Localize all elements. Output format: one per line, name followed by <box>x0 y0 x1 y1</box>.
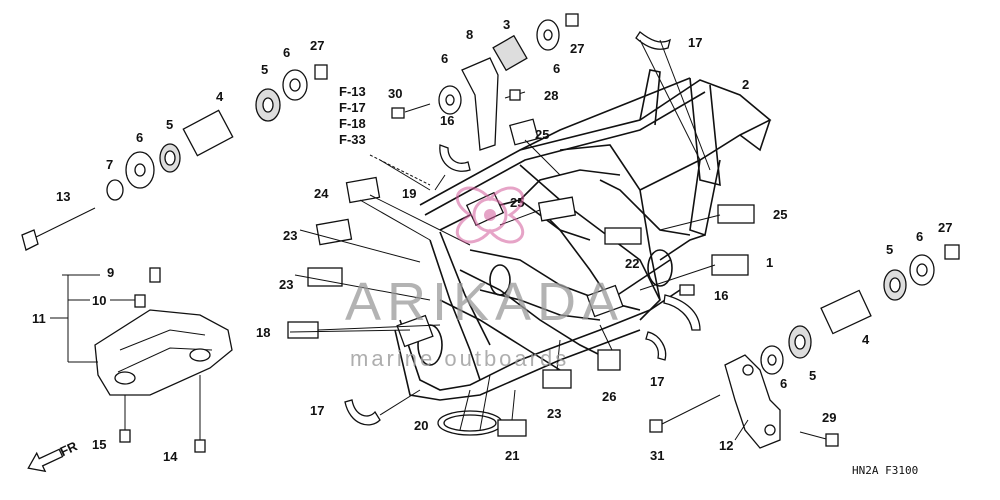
part-label: 11 <box>32 311 46 326</box>
part-label: 8 <box>466 27 473 42</box>
pivot-arm-assembly <box>391 13 579 151</box>
part-label: 19 <box>402 186 416 201</box>
part-label: 23 <box>283 228 297 243</box>
part-label: 25 <box>535 127 549 142</box>
part-label: 2 <box>742 77 749 92</box>
part-label: 6 <box>136 130 143 145</box>
part-label: 17 <box>310 403 324 418</box>
skid-plate <box>94 267 233 453</box>
front-arrow: FR <box>27 438 80 473</box>
part-label: 10 <box>92 293 106 308</box>
watermark-brand: ARIKADA <box>345 272 624 332</box>
reference-list: F-13 F-17 F-18 F-33 <box>339 84 431 186</box>
part-label: 22 <box>625 256 639 271</box>
part-label: 27 <box>310 38 324 53</box>
part-label: 6 <box>553 61 560 76</box>
part-label: 25 <box>773 207 787 222</box>
part-label: 16 <box>714 288 728 303</box>
part-label: 7 <box>106 157 113 172</box>
part-label: 6 <box>441 51 448 66</box>
part-label: 5 <box>261 62 268 77</box>
part-label: 15 <box>92 437 106 452</box>
part-label: 6 <box>916 229 923 244</box>
part-label: 30 <box>388 86 402 101</box>
part-label: 9 <box>107 265 114 280</box>
part-label: 5 <box>809 368 816 383</box>
part-labels: 3 6 27 17 8 6 28 30 16 25 2 27 6 5 4 5 6… <box>32 17 952 464</box>
part-label: 27 <box>570 41 584 56</box>
part-label: 1 <box>766 255 773 270</box>
part-label: 6 <box>283 45 290 60</box>
part-label: 20 <box>414 418 428 433</box>
part-label: 6 <box>780 376 787 391</box>
part-label: 23 <box>547 406 561 421</box>
part-label: 13 <box>56 189 70 204</box>
part-label: 31 <box>650 448 664 463</box>
arrow-icon <box>27 448 64 473</box>
reference-code: F-33 <box>339 132 366 147</box>
clamps <box>287 31 755 437</box>
part-label: 16 <box>440 113 454 128</box>
part-label: 23 <box>279 277 293 292</box>
frame-body <box>394 69 772 401</box>
lower-right-assembly <box>649 244 960 449</box>
part-label: 14 <box>163 449 178 464</box>
part-label: 24 <box>314 186 329 201</box>
part-label: 5 <box>886 242 893 257</box>
watermark: ARIKADA marine outboards <box>345 186 624 371</box>
part-label: 29 <box>822 410 836 425</box>
part-label: 3 <box>503 17 510 32</box>
part-label: 18 <box>256 325 270 340</box>
part-label: 5 <box>166 117 173 132</box>
part-label: 26 <box>602 389 616 404</box>
part-label: 27 <box>938 220 952 235</box>
upper-shaft-assembly <box>21 64 328 251</box>
part-label: 12 <box>719 438 733 453</box>
diagram-code: HN2A F3100 <box>852 464 918 477</box>
leader-lines <box>50 39 749 441</box>
part-label: 21 <box>505 448 519 463</box>
reference-code: F-17 <box>339 100 366 115</box>
part-label: 17 <box>650 374 664 389</box>
front-label: FR <box>57 438 80 459</box>
part-label: 4 <box>862 332 870 347</box>
reference-code: F-18 <box>339 116 366 131</box>
part-label: 28 <box>544 88 558 103</box>
watermark-logo <box>455 186 525 244</box>
part-label: 17 <box>688 35 702 50</box>
part-label: 4 <box>216 89 224 104</box>
watermark-tagline: marine outboards <box>350 346 569 371</box>
reference-code: F-13 <box>339 84 366 99</box>
